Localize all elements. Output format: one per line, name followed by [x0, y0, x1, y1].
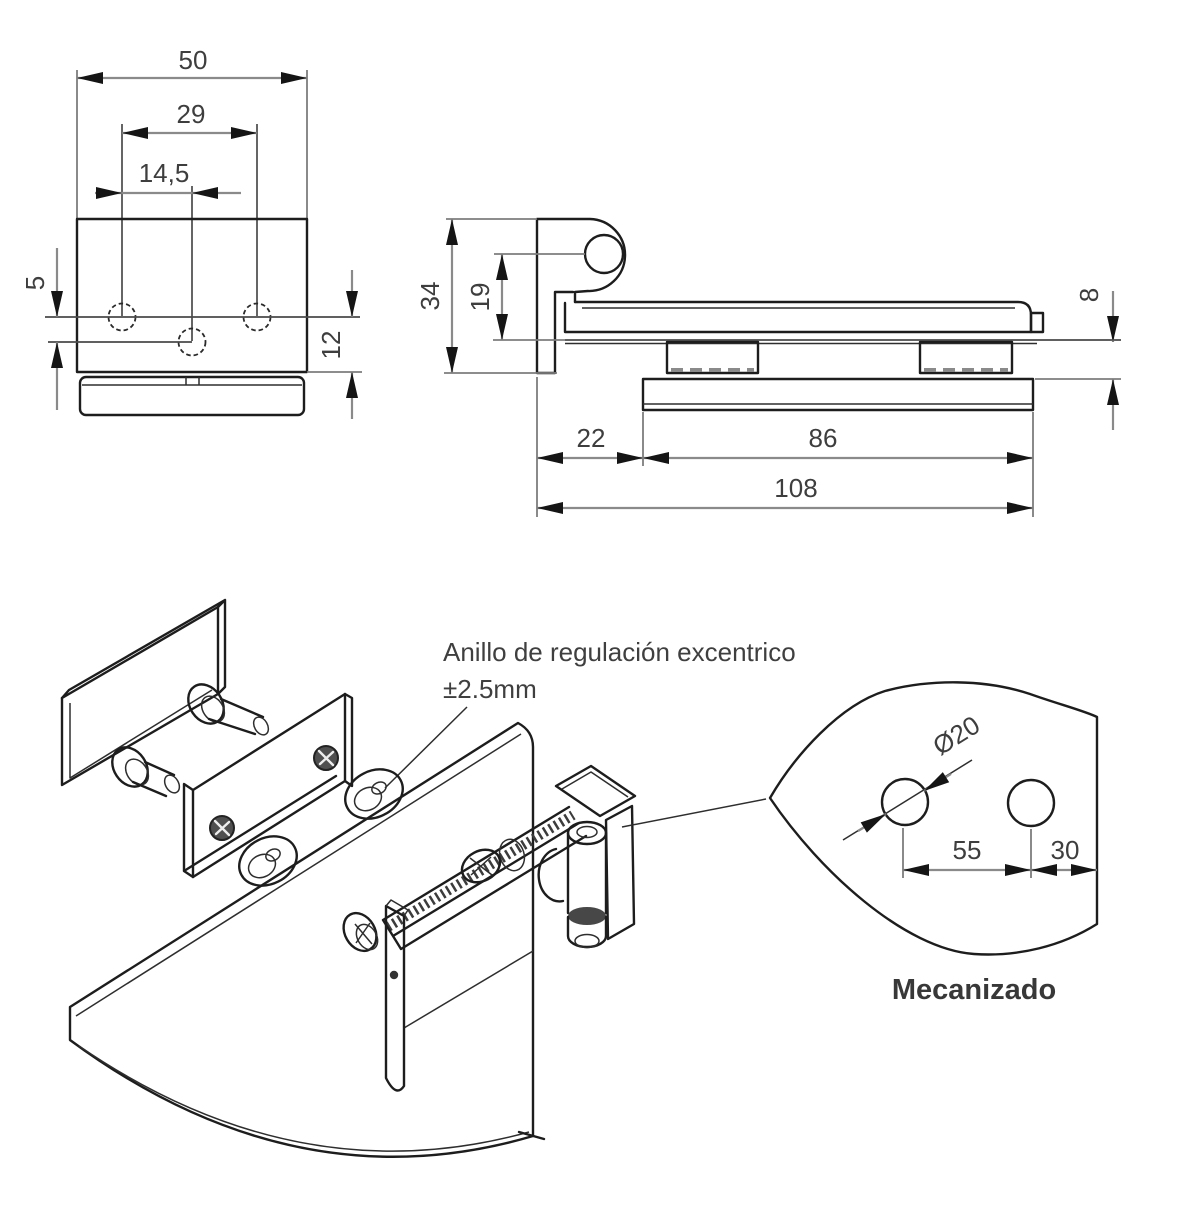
- pivot-hole: [583, 233, 625, 275]
- eccentric-ring-assembly: [209, 815, 298, 887]
- dim-edge-distance: 30: [1051, 835, 1080, 865]
- dim-hole-span: 29: [177, 99, 206, 129]
- glass-bottom-arc-inner: [78, 1045, 530, 1152]
- dim-width: 50: [179, 45, 208, 75]
- knuckle-top-plate-edge: [561, 771, 629, 798]
- screw-cross-slot: [354, 922, 373, 945]
- dim-total-length: 108: [774, 473, 817, 503]
- annotation-tolerance: ±2.5mm: [443, 674, 537, 704]
- clamp-strip-top: [385, 899, 409, 917]
- dim-bottom-edge: 12: [316, 331, 346, 360]
- diameter-arrow: [923, 772, 952, 792]
- screw-head: [111, 746, 149, 788]
- clamp-foot: [665, 340, 760, 375]
- front-view: 50 29 14,5 5 12: [20, 45, 362, 419]
- leader-line: [384, 706, 468, 789]
- dim-wall-offset: 22: [577, 423, 606, 453]
- screw-tip: [252, 716, 270, 736]
- cover-plate-thickness: [60, 598, 227, 700]
- glass-screw: [460, 838, 526, 884]
- glass-edge-thickness: [75, 733, 522, 1017]
- screw-head: [460, 848, 502, 884]
- knuckle-top-plate: [554, 764, 637, 818]
- pivot-cylinder-bore: [576, 825, 598, 839]
- mounting-plate-thickness: [182, 692, 354, 879]
- clamp-bar-edges: [381, 805, 588, 951]
- screw-head: [187, 683, 225, 725]
- clamp-foot: [918, 340, 1014, 375]
- clamp-strip: [384, 899, 409, 1092]
- dim-pad-length: 86: [809, 423, 838, 453]
- clamp-bar: [381, 805, 588, 951]
- exploded-view: Anillo de regulación excentrico ±2.5mm: [60, 598, 796, 1158]
- arm-end-tab: [1029, 311, 1045, 334]
- glass-corner-outline: [768, 681, 1099, 956]
- machining-caption: Mecanizado: [892, 974, 1056, 1006]
- machining-view: Ø20 55 30 Mecanizado: [768, 681, 1099, 1006]
- screw-head-face: [355, 923, 379, 951]
- eccentric-ring-offset-hole: [265, 848, 281, 862]
- clamp-pad-profile: [641, 377, 1035, 412]
- annotation-eccentric-ring: Anillo de regulación excentrico: [443, 637, 796, 667]
- mount-screw: [111, 746, 181, 798]
- eccentric-ring-assembly: [313, 745, 404, 820]
- dim-height: 34: [415, 282, 445, 311]
- knuckle-side-bracket: [604, 804, 636, 941]
- pivot-cylinder-cap: [574, 933, 600, 949]
- clamp-bar-knurling: [385, 810, 576, 932]
- eccentric-ring: [344, 768, 404, 820]
- leader-line-machining: [621, 798, 767, 828]
- screw-shank: [143, 760, 176, 777]
- hinge-arm-profile: [563, 300, 1033, 334]
- clamp-strip-body: [384, 904, 406, 1092]
- wall-bracket-profile: [535, 217, 627, 375]
- dim-hole-spacing: 55: [953, 835, 982, 865]
- mount-screw: [187, 683, 270, 736]
- screw-cross-slot: [469, 856, 493, 876]
- screw-tip: [163, 774, 181, 794]
- dim-hole-offset: 5: [20, 276, 50, 290]
- gasket-pad-front: [78, 375, 306, 417]
- mount-hole: [177, 327, 207, 357]
- glass-corner-tick: [517, 1130, 546, 1141]
- screw-shank: [131, 780, 168, 798]
- glass-inner-edge: [403, 950, 534, 1029]
- pivot-cylinder-top: [566, 820, 608, 846]
- dim-hole-diameter: Ø20: [927, 710, 985, 761]
- hinge-knuckle: [537, 764, 637, 949]
- dim-glass-thickness: 8: [1074, 288, 1104, 302]
- eccentric-ring: [238, 835, 298, 887]
- screw-cross-slot: [213, 819, 231, 837]
- screw-shank: [219, 697, 265, 719]
- pivot-cylinder-band: [568, 907, 606, 925]
- dim-hole-half: 14,5: [139, 158, 190, 188]
- screw-head: [342, 911, 378, 953]
- cover-plate-inner-edge: [69, 689, 213, 779]
- knuckle-clip: [537, 847, 565, 903]
- screw-shank: [207, 717, 257, 736]
- dim-pivot-height: 19: [465, 283, 495, 312]
- side-view: 34 19 8 22 86 108: [415, 217, 1121, 517]
- hinge-plate-front: [75, 217, 309, 374]
- screw-head-face: [200, 695, 226, 723]
- glass-outline: [68, 721, 535, 1158]
- screw-cross-slot: [317, 749, 335, 767]
- glass-screw: [342, 911, 379, 953]
- clamp-strip-hole: [389, 970, 399, 980]
- cover-plate: [60, 605, 220, 787]
- screw-head-face: [124, 758, 150, 786]
- glass-panel: [68, 721, 546, 1158]
- machined-hole: [1006, 778, 1056, 828]
- machined-hole: [880, 777, 930, 827]
- diameter-arrow: [857, 813, 887, 833]
- eccentric-ring-offset-hole: [371, 781, 387, 795]
